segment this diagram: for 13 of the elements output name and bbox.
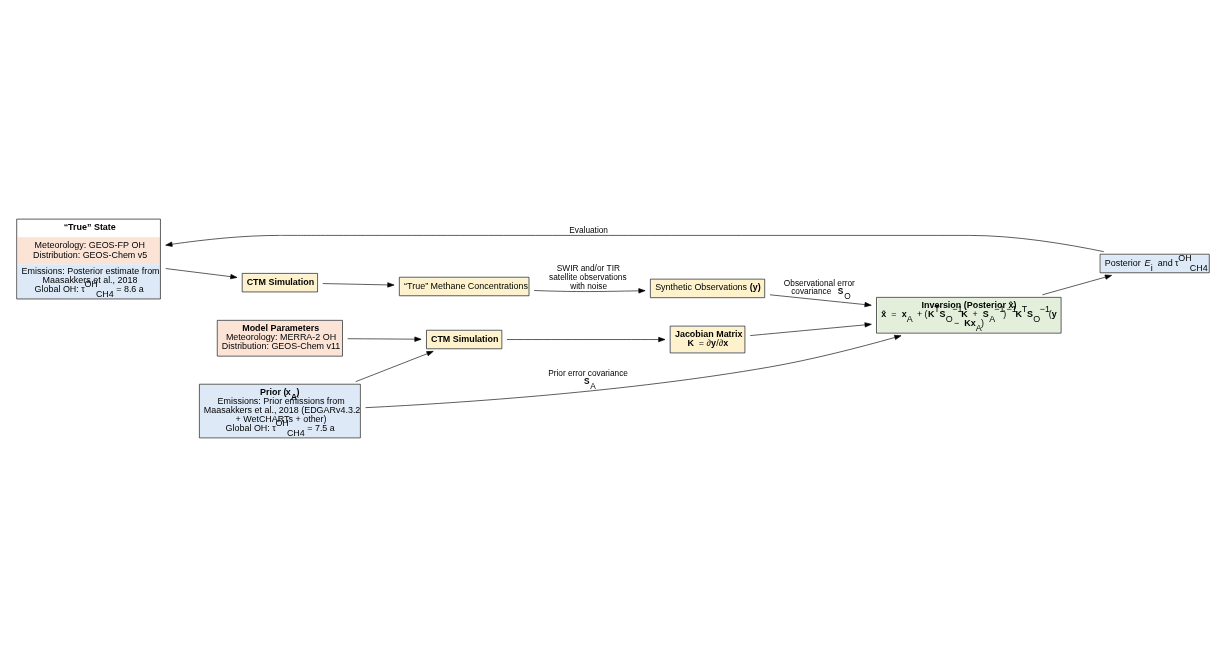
arrow [506,336,666,342]
arrow [533,287,646,293]
arrow [347,336,422,342]
arrow [1042,274,1112,295]
arrow [355,350,434,382]
arrow [165,267,238,279]
arrow [365,334,902,408]
edge-label: SWIR and/or TIR satellite observations with noise [549,262,627,291]
arrow [322,281,395,287]
arrow [749,321,872,336]
arrow [165,234,1105,252]
edge-label: Evaluation [569,224,608,235]
arrow [769,293,872,307]
